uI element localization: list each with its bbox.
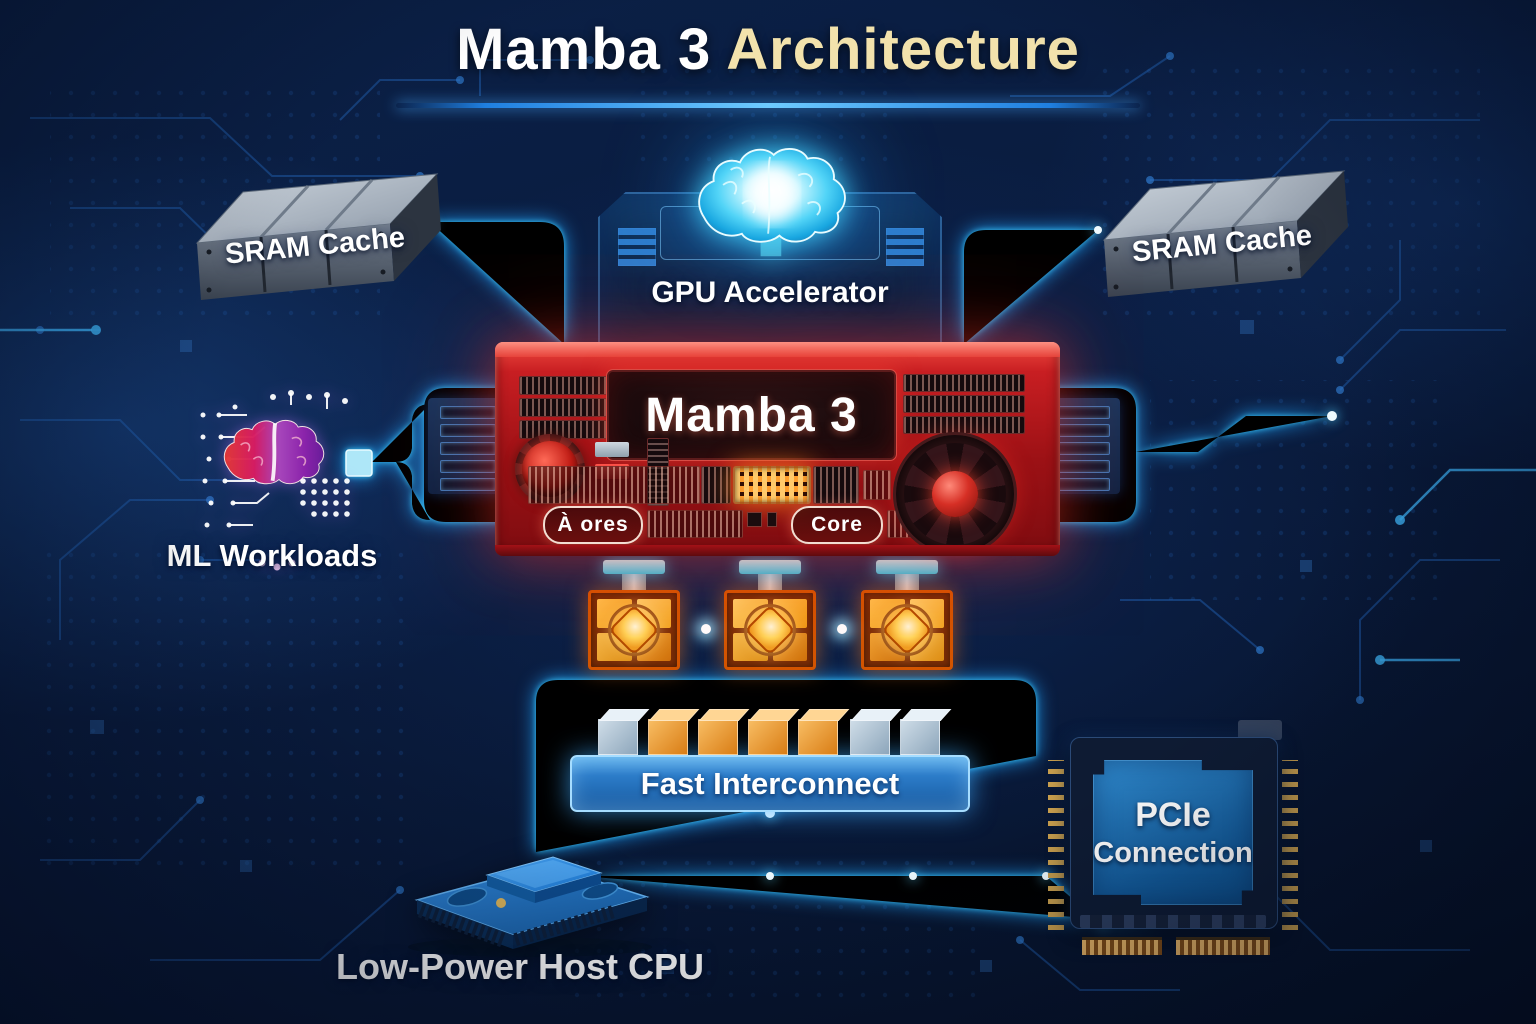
chip-module <box>813 466 859 504</box>
chip-pin-band <box>863 470 891 500</box>
host-cpu-label: Low-Power Host CPU <box>335 946 704 987</box>
page-title: Mamba 3 Architecture <box>0 16 1536 83</box>
ml-workloads-label: ML Workloads <box>166 538 378 573</box>
chip-pins-left <box>1048 760 1064 930</box>
link-spark <box>837 624 847 634</box>
chip-module <box>903 374 1025 392</box>
glowing-brain-icon <box>698 148 846 257</box>
chip-pin-cap <box>603 560 665 574</box>
chip-tag-left: À ores <box>543 506 643 544</box>
chip-pin-cap <box>876 560 938 574</box>
mamba3-chip: Mamba 3 À ores Core <box>495 342 1060 556</box>
chip-tag-right: Core <box>791 506 883 544</box>
chip-pin-band <box>647 510 743 538</box>
pcie-label-line2: Connection <box>1093 836 1253 869</box>
bus-cube-silver <box>850 719 890 755</box>
chip-mini-icon <box>767 512 777 527</box>
chip-dot-row <box>1080 915 1266 928</box>
chip-module <box>903 416 1025 434</box>
chip-switch-silver <box>595 442 629 457</box>
compute-tile-3 <box>861 590 953 670</box>
chip-mini-icon <box>747 512 762 527</box>
pcie-label-line1: PCIe <box>1135 795 1211 834</box>
title-underline <box>396 103 1140 108</box>
bus-cube-orange <box>698 719 738 755</box>
pcie-label-area: PCIe Connection <box>1093 760 1253 905</box>
bus-cube-silver <box>900 719 940 755</box>
gpu-label: GPU Accelerator <box>651 276 889 309</box>
edge-connector <box>1082 937 1162 955</box>
chip-pin-band <box>528 466 700 504</box>
chip-pins-right <box>1282 760 1298 930</box>
fast-interconnect-bus: Fast Interconnect <box>570 755 970 812</box>
chip-pin-cap <box>739 560 801 574</box>
gpu-vent-right <box>886 228 924 266</box>
bus-cube-orange <box>648 719 688 755</box>
bus-cube-orange <box>798 719 838 755</box>
chip-module <box>701 466 731 504</box>
cooling-fan-icon <box>893 432 1017 556</box>
title-part-1: Mamba 3 <box>456 17 712 82</box>
pcie-connection-chip: PCIe Connection <box>1048 712 1298 962</box>
compute-tile-1 <box>588 590 680 670</box>
led-matrix-icon <box>733 466 811 504</box>
bus-cube-orange <box>748 719 788 755</box>
link-spark <box>701 624 711 634</box>
bus-cube-silver <box>598 719 638 755</box>
title-part-2: Architecture <box>726 17 1080 82</box>
gpu-vent-left <box>618 228 656 266</box>
host-cpu-board-icon <box>408 856 652 957</box>
chip-module <box>903 395 1025 413</box>
edge-connector <box>1176 937 1270 955</box>
compute-tile-2 <box>724 590 816 670</box>
